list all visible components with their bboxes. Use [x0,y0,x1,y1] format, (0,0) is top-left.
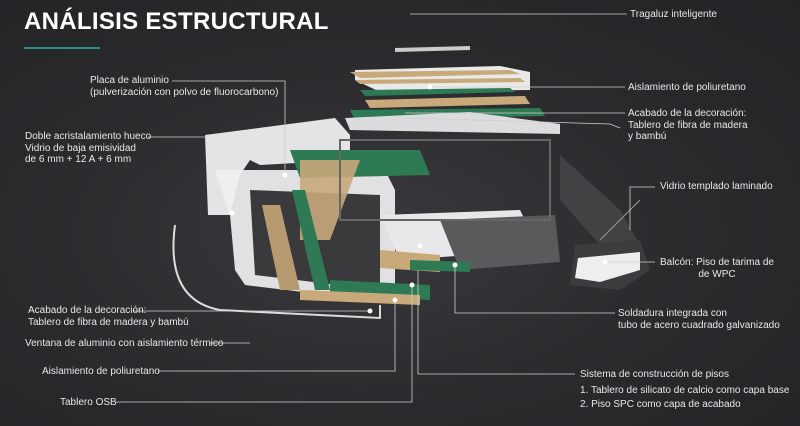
balcony [570,199,650,290]
label-line: Balcón: Piso de tarima de [660,257,774,268]
label-line: Soldadura integrada con [618,308,727,319]
label-line: Sistema de construcción de pisos [580,369,729,380]
cabin-body [205,118,640,305]
label-line: Acabado de la decoración: [28,305,147,316]
callout-dots [229,84,608,314]
label-window: Ventana de aluminio con aislamiento térm… [25,338,224,349]
label-line: Placa de aluminio [90,75,169,86]
label-line: Doble acristalamiento hueco [25,131,152,142]
label-pu-insulation-bottom: Aislamiento de poliuretano [42,366,160,377]
label-line: (pulverización con polvo de fluorocarbon… [90,86,279,98]
leader-lines [116,13,655,403]
label-double-glazing: Doble acristalamiento hueco Vidrio de ba… [25,131,151,166]
label-balcony: Balcón: Piso de tarima de de WPC [660,257,774,280]
label-osb: Tablero OSB [60,397,117,408]
label-skylight: Tragaluz inteligente [630,9,717,20]
label-decoration-top: Acabado de la decoración: Tablero de fib… [628,108,748,143]
label-line: Tablero de fibra de madera [628,119,748,131]
label-line: 1. Tablero de silicato de calcio como ca… [580,385,790,396]
label-line: Vidrio de baja emisividad [25,142,136,154]
window-outline [172,224,381,320]
label-line: Tablero de fibra de madera y bambú [28,316,189,328]
label-tempered-glass: Vidrio templado laminado [660,181,773,192]
label-decoration-left: Acabado de la decoración: Tablero de fib… [28,305,189,328]
title-accent-divider [24,47,100,49]
label-floor-system: Sistema de construcción de pisos 1. Tabl… [580,368,789,412]
roof-layers [345,46,560,134]
page-title: ANÁLISIS ESTRUCTURAL [24,8,329,35]
label-line: de WPC [698,268,736,280]
label-pu-insulation-top: Aislamiento de poliuretano [628,82,746,93]
label-welding: Soldadura integrada con tubo de acero cu… [618,308,780,331]
label-line: Acabado de la decoración: [628,108,747,119]
label-line: 2. Piso SPC como capa de acabado [580,399,741,410]
label-line: y bambú [628,131,667,142]
label-aluminum-plate: Placa de aluminio (pulverización con pol… [90,75,278,98]
label-line: de 6 mm + 12 A + 6 mm [25,154,132,165]
label-line: tubo de acero cuadrado galvanizado [618,319,780,331]
